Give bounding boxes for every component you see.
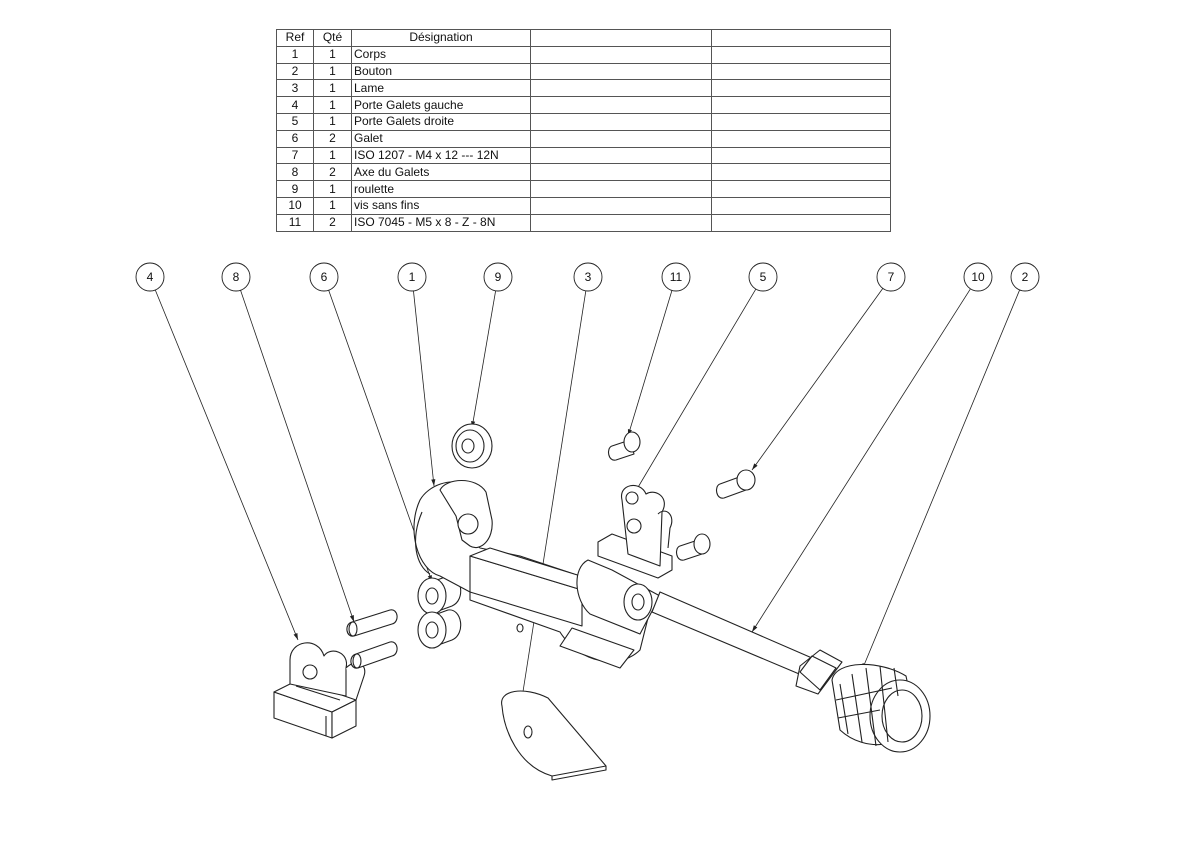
balloon-3: 3 [573,262,603,292]
balloon-label: 7 [888,270,895,284]
balloon-circle [876,262,906,292]
balloon-7: 7 [876,262,906,292]
bom-cell-designation: Lame [351,79,531,98]
part-galet [417,575,462,649]
part-roulette [451,423,493,469]
balloon-9: 9 [483,262,513,292]
leader-arrow [293,633,298,640]
balloon-label: 11 [670,270,683,284]
balloon-4: 4 [135,262,165,292]
balloon-label: 2 [1022,270,1029,284]
bom-cell-empty [711,213,891,232]
part-corps [413,479,651,669]
balloon-10: 10 [963,262,993,292]
balloon-circle [963,262,993,292]
leader-line [627,290,673,437]
bom-cell-designation: Porte Galets droite [351,112,531,131]
balloon-circle [748,262,778,292]
balloon-5: 5 [748,262,778,292]
leader-line [240,290,355,623]
bom-cell-designation: ISO 7045 - M5 x 8 - Z - 8N [351,213,531,232]
leader-arrow [752,463,758,470]
balloon-label: 6 [321,270,328,284]
leader-arrow [431,479,436,486]
leader-arrow [752,625,758,632]
balloon-1: 1 [397,262,427,292]
leader-line [471,290,497,429]
balloon-8: 8 [221,262,251,292]
leader-line [751,288,884,471]
part-lame [501,690,607,781]
part-vis-iso-7045 [607,431,711,561]
balloon-11: 11 [661,262,691,292]
balloon-circle [309,262,339,292]
balloon-6: 6 [309,262,339,292]
part-bouton [831,663,931,753]
bom-cell-designation: roulette [351,180,531,198]
balloon-2: 2 [1010,262,1040,292]
balloon-label: 10 [971,270,985,284]
balloon-label: 5 [760,270,767,284]
balloon-circle [135,262,165,292]
part-porte-galets-gauche [273,642,366,739]
bom-cell-ref: 10 [276,196,314,215]
balloon-circle [1010,262,1040,292]
leader-line [633,288,757,495]
balloon-circle [397,262,427,292]
balloon-label: 3 [585,270,592,284]
part-vis-iso-1207 [715,469,756,499]
balloon-label: 9 [495,270,502,284]
part-axe-du-galets [346,609,398,669]
balloon-label: 1 [409,270,416,284]
leader-arrow [349,615,354,622]
balloon-circle [221,262,251,292]
bom-cell-designation: Porte Galets gauche [351,96,531,114]
balloon-circle [573,262,603,292]
part-porte-galets-droite [597,484,673,579]
leader-line [154,289,299,641]
balloon-circle [483,262,513,292]
leader-line [861,289,1021,671]
balloon-circle [661,262,691,292]
balloon-label: 4 [147,270,154,284]
leader-line [521,290,587,699]
leader-line [751,288,971,633]
leader-line [413,290,435,487]
part-vis-sans-fins [576,559,843,695]
balloon-label: 8 [233,270,240,284]
